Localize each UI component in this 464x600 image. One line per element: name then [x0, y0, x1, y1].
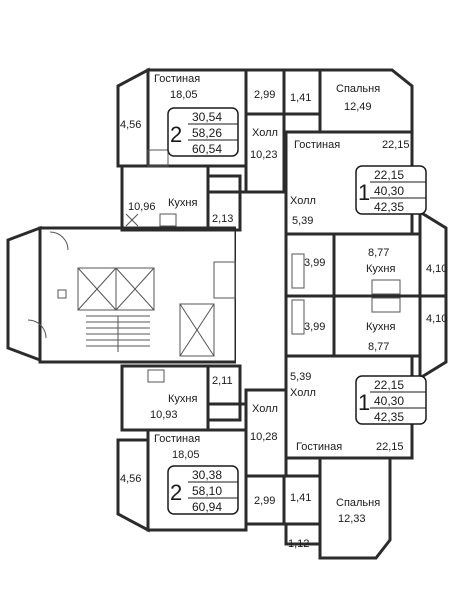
room-labels-mid-a: Гостиная 22,15 Холл 5,39 3,99 8,77 Кухня… [290, 139, 447, 275]
room-name: Холл [290, 195, 316, 207]
rooms-count: 2 [170, 122, 182, 147]
room-area: 4,56 [120, 119, 141, 131]
total-area: 58,26 [192, 126, 222, 140]
room-area: 4,56 [120, 473, 141, 485]
room-name: Кухня [168, 393, 197, 405]
room-name: Спальня [336, 497, 380, 509]
room-area: 22,15 [376, 441, 404, 453]
room-area: 5,39 [292, 215, 313, 227]
room-labels-mid-b: Кухня 8,77 3,99 4,10 5,39 Холл Гостиная … [290, 313, 447, 453]
living-area: 22,15 [374, 168, 404, 182]
room-area: 4,10 [426, 313, 447, 325]
living-area: 30,38 [192, 468, 222, 482]
area-with-loggia: 42,35 [374, 410, 404, 424]
room-area: 3,99 [304, 257, 325, 269]
living-area: 30,54 [192, 110, 222, 124]
room-area: 18,05 [170, 89, 198, 101]
room-area: 8,77 [368, 247, 389, 259]
info-box-bottom: 2 30,38 58,10 60,94 [167, 465, 239, 515]
area-with-loggia: 42,35 [374, 200, 404, 214]
room-name: Холл [252, 403, 278, 415]
room-area: 22,15 [382, 139, 410, 151]
room-name: Кухня [366, 263, 395, 275]
stair-steps [86, 315, 150, 352]
room-area: 5,39 [290, 371, 311, 383]
room-name: Гостиная [154, 73, 200, 85]
room-name: Кухня [366, 321, 395, 333]
room-labels-bottom: Кухня 10,93 2,11 Гостиная 18,05 Холл 10,… [120, 375, 380, 550]
room-area: 2,99 [254, 495, 275, 507]
info-box-top: 2 30,54 58,26 60,54 [167, 107, 239, 157]
room-name: Холл [252, 127, 278, 139]
area-with-loggia: 60,94 [192, 500, 222, 514]
room-labels-top: Гостиная 18,05 4,56 2,99 1,41 Спальня 12… [120, 73, 380, 225]
rooms-count: 2 [170, 480, 182, 505]
apartment-top-2room [116, 67, 414, 232]
room-area: 2,11 [212, 375, 233, 387]
room-area: 3,99 [304, 321, 325, 333]
total-area: 40,30 [374, 184, 404, 198]
apartment-bottom-2room [116, 364, 392, 560]
info-box-mid-b: 1 22,15 40,30 42,35 [355, 375, 427, 425]
rooms-count: 1 [358, 390, 370, 415]
info-box-mid-a: 1 22,15 40,30 42,35 [355, 165, 427, 215]
room-area: 2,13 [212, 213, 233, 225]
rooms-count: 1 [358, 180, 370, 205]
room-area: 8,77 [368, 341, 389, 353]
room-name: Кухня [168, 197, 197, 209]
room-area: 10,28 [250, 431, 278, 443]
room-area: 1,12 [288, 538, 309, 550]
room-area: 4,10 [426, 263, 447, 275]
room-area: 10,96 [128, 201, 156, 213]
room-name: Гостиная [154, 433, 200, 445]
room-area: 18,05 [172, 449, 200, 461]
room-name: Спальня [336, 83, 380, 95]
room-area: 12,49 [344, 101, 372, 113]
room-name: Холл [290, 387, 316, 399]
corridor [236, 190, 286, 394]
room-area: 10,23 [250, 149, 278, 161]
room-name: Гостиная [294, 139, 340, 151]
total-area: 40,30 [374, 394, 404, 408]
living-area: 22,15 [374, 378, 404, 392]
room-name: Гостиная [296, 441, 342, 453]
area-with-loggia: 60,54 [192, 142, 222, 156]
room-area: 2,99 [254, 89, 275, 101]
room-area: 12,33 [338, 513, 366, 525]
room-area: 1,41 [290, 92, 311, 104]
total-area: 58,10 [192, 484, 222, 498]
room-area: 1,41 [290, 492, 311, 504]
room-area: 10,93 [150, 409, 178, 421]
stair-core [6, 225, 238, 364]
